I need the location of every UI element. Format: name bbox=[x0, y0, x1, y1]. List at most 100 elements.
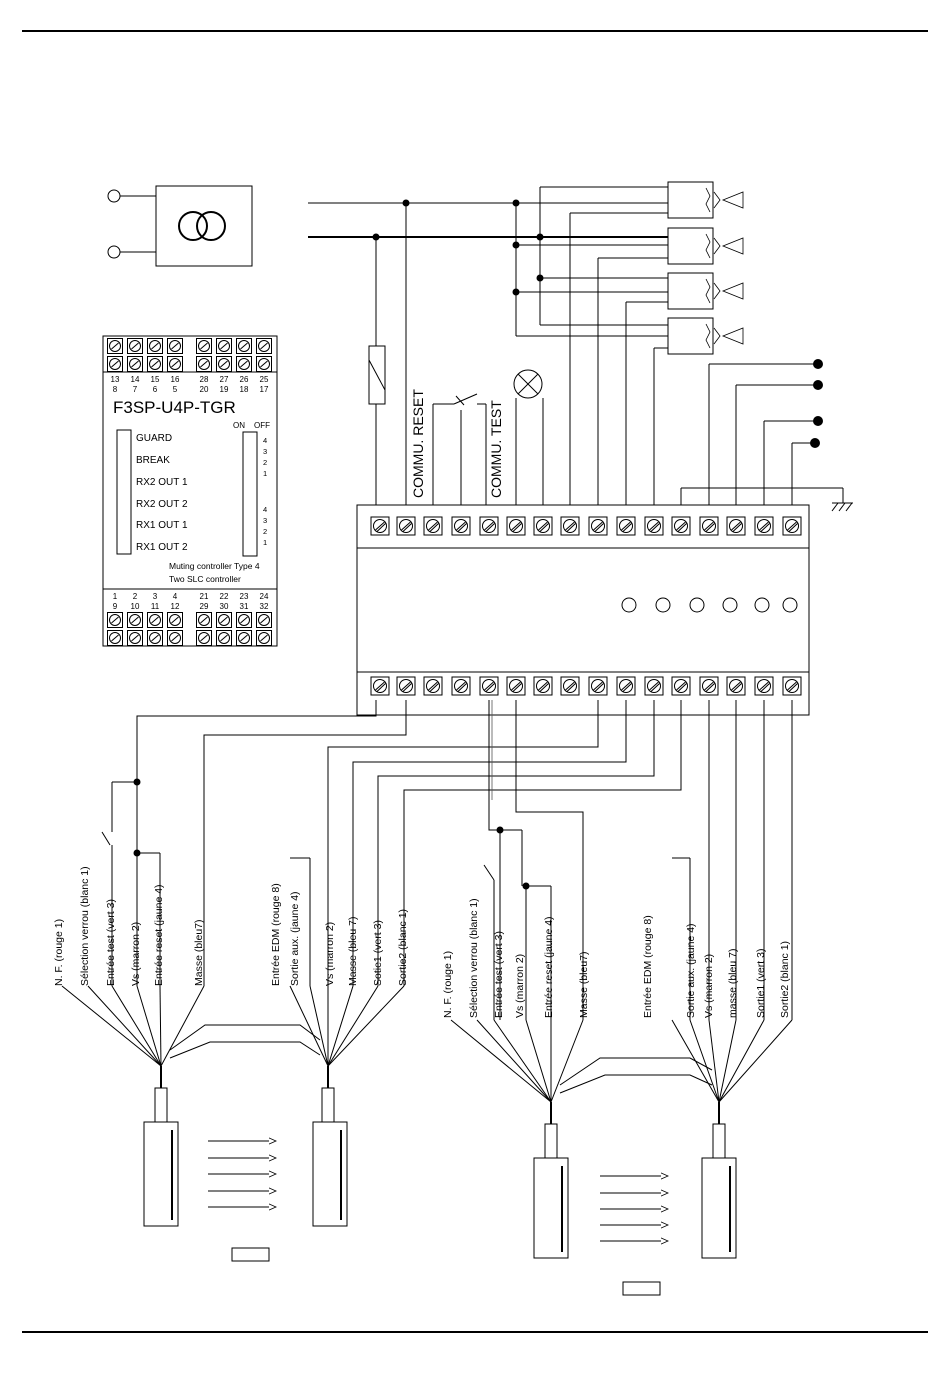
sensor-pair-2 bbox=[450, 1019, 793, 1296]
module-pin-number: 1 bbox=[113, 592, 118, 601]
fan-wire bbox=[289, 985, 329, 1067]
screw-terminal bbox=[396, 516, 416, 536]
module-pin-number: 2 bbox=[133, 592, 138, 601]
wire-label: Vs (marron 2) bbox=[130, 922, 142, 986]
module-pin-number: 20 bbox=[200, 385, 209, 394]
screw-terminal bbox=[560, 676, 580, 696]
fan-wire bbox=[159, 985, 162, 1067]
indicator-label: GUARD bbox=[136, 433, 172, 444]
controller-terminal-block bbox=[356, 504, 810, 716]
module-pin-number: 31 bbox=[240, 602, 249, 611]
fan-wire bbox=[718, 1019, 793, 1103]
indicator-label: BREAK bbox=[136, 455, 170, 466]
module-terminal bbox=[256, 630, 272, 646]
screw-terminal bbox=[588, 676, 608, 696]
fan-wire bbox=[61, 985, 162, 1067]
module-desc-line2: Two SLC controller bbox=[169, 574, 241, 584]
dip-switch-strip bbox=[242, 431, 258, 557]
module-pin-number: 24 bbox=[260, 592, 269, 601]
module-terminal bbox=[147, 630, 163, 646]
screw-terminal bbox=[699, 516, 719, 536]
module-terminal bbox=[236, 356, 252, 372]
module-terminal bbox=[216, 612, 232, 628]
wire-label: Masse (bleu7) bbox=[578, 951, 590, 1018]
module-pin-number: 23 bbox=[240, 592, 249, 601]
module-pin-number: 15 bbox=[151, 375, 160, 384]
fan-wire bbox=[718, 1019, 737, 1103]
fan-wire bbox=[136, 985, 162, 1067]
module-terminal bbox=[236, 630, 252, 646]
output-terminal-4 bbox=[810, 438, 820, 448]
commu-test-label: COMMU. TEST bbox=[488, 400, 504, 498]
switch-on-label: ON bbox=[233, 421, 245, 430]
module-terminal bbox=[127, 356, 143, 372]
supply-terminal-2 bbox=[107, 245, 121, 259]
module-pin-number: 12 bbox=[171, 602, 180, 611]
module-terminal bbox=[147, 356, 163, 372]
dip-number: 4 bbox=[263, 505, 267, 514]
module-pin-number: 17 bbox=[260, 385, 269, 394]
wire-label: Entrée EDM (rouge 8) bbox=[642, 915, 654, 1018]
fan-wire bbox=[708, 1019, 720, 1103]
status-led bbox=[621, 597, 637, 613]
module-terminal bbox=[107, 356, 123, 372]
screw-terminal bbox=[479, 516, 499, 536]
screw-terminal bbox=[560, 516, 580, 536]
fan-wire bbox=[476, 1019, 552, 1103]
screw-terminal bbox=[616, 516, 636, 536]
relay-3 bbox=[667, 272, 744, 310]
status-led bbox=[655, 597, 671, 613]
module-pin-number: 27 bbox=[220, 375, 229, 384]
module-terminal bbox=[167, 630, 183, 646]
module-pin-number: 28 bbox=[200, 375, 209, 384]
module-terminal bbox=[196, 356, 212, 372]
screw-terminal bbox=[396, 676, 416, 696]
relay-4 bbox=[667, 317, 744, 355]
screw-terminal bbox=[451, 516, 471, 536]
indicator-label: RX1 OUT 1 bbox=[136, 520, 188, 531]
screw-terminal bbox=[782, 676, 802, 696]
fan-wire bbox=[111, 985, 162, 1067]
module-pin-number: 21 bbox=[200, 592, 209, 601]
status-led bbox=[689, 597, 705, 613]
module-pin-number: 30 bbox=[220, 602, 229, 611]
fan-wire bbox=[87, 985, 162, 1067]
dip-number: 2 bbox=[263, 527, 267, 536]
screw-terminal bbox=[699, 676, 719, 696]
wire-label: Sortie1 (vert 3) bbox=[755, 949, 767, 1018]
status-led bbox=[722, 597, 738, 613]
module-pin-number: 13 bbox=[111, 375, 120, 384]
output-terminal-3 bbox=[813, 416, 823, 426]
wire-label: Entrée EDM (rouge 8) bbox=[270, 883, 282, 986]
wire-label: N. F. (rouge 1) bbox=[53, 919, 65, 986]
module-pin-number: 11 bbox=[151, 602, 160, 611]
status-led-row bbox=[621, 597, 798, 613]
module-pin-number: 7 bbox=[133, 385, 138, 394]
led-strip bbox=[116, 429, 132, 555]
screw-terminal bbox=[754, 516, 774, 536]
module-terminal bbox=[147, 338, 163, 354]
fan-wire bbox=[689, 1019, 720, 1103]
wire-label: Entrée test (vert 3) bbox=[493, 931, 505, 1018]
wire-label: Sortie2 (blanc 1) bbox=[779, 941, 791, 1018]
module-terminal bbox=[196, 338, 212, 354]
module-pin-number: 14 bbox=[131, 375, 140, 384]
module-terminal bbox=[107, 338, 123, 354]
status-led bbox=[782, 597, 798, 613]
screw-terminal bbox=[616, 676, 636, 696]
module-terminal bbox=[147, 612, 163, 628]
indicator-lamp bbox=[513, 369, 544, 516]
module-terminal bbox=[256, 356, 272, 372]
screw-terminal bbox=[451, 676, 471, 696]
screw-terminal bbox=[370, 676, 390, 696]
module-terminal bbox=[107, 612, 123, 628]
module-terminal bbox=[167, 338, 183, 354]
fan-wire bbox=[327, 985, 354, 1067]
indicator-label: RX2 OUT 1 bbox=[136, 477, 188, 488]
module-pin-number: 5 bbox=[173, 385, 178, 394]
screw-terminal bbox=[506, 516, 526, 536]
receiver-connector bbox=[712, 1123, 726, 1160]
screw-terminal bbox=[588, 516, 608, 536]
beam-arrows bbox=[208, 1141, 276, 1207]
